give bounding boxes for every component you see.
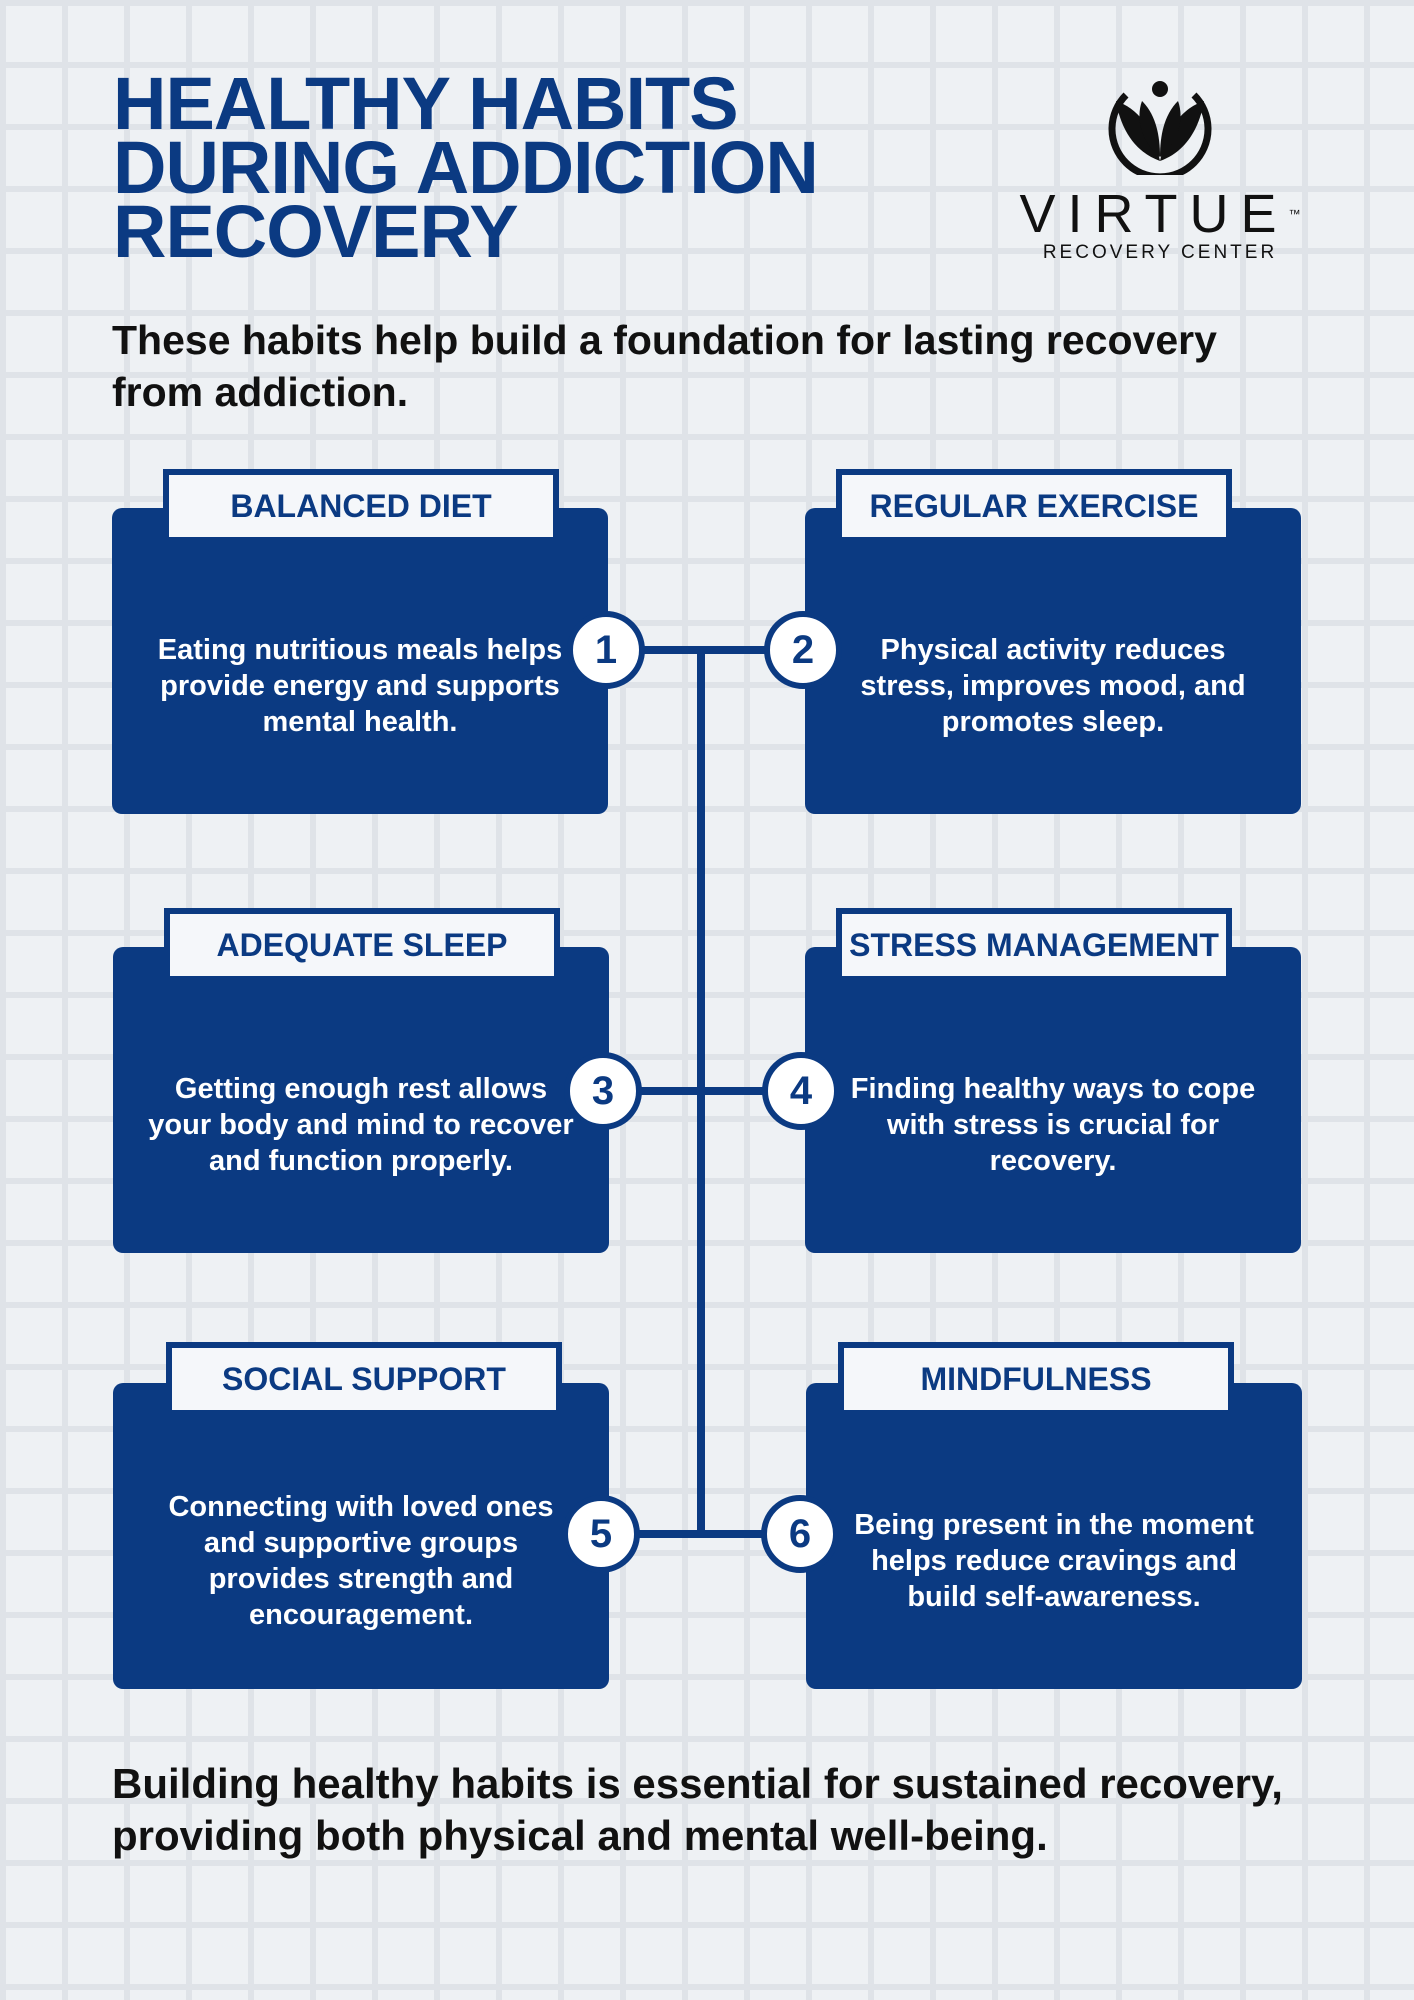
habit-card-social-support: Connecting with loved ones and supportiv…	[113, 1383, 609, 1689]
habit-description: Being present in the moment helps reduce…	[854, 1509, 1254, 1613]
habit-description: Finding healthy ways to cope with stress…	[850, 1073, 1256, 1177]
subtitle: These habits help build a foundation for…	[112, 317, 1217, 415]
habit-card-regular-exercise: Physical activity reduces stress, improv…	[805, 508, 1301, 814]
step-number-badge: 4	[762, 1052, 840, 1130]
habit-card-adequate-sleep: Getting enough rest allows your body and…	[113, 947, 609, 1253]
step-number-badge: 2	[764, 611, 842, 689]
habit-description: Eating nutritious meals helps provide en…	[157, 634, 563, 738]
habit-title: BALANCED DIET	[163, 469, 559, 543]
logo-tagline: RECOVERY CENTER	[1042, 242, 1278, 263]
habit-title: SOCIAL SUPPORT	[166, 1342, 562, 1416]
footer-text: Building healthy habits is essential for…	[112, 1760, 1283, 1859]
step-number-badge: 3	[564, 1052, 642, 1130]
title-line: DURING ADDICTION	[113, 126, 819, 209]
habit-card-balanced-diet: Eating nutritious meals helps provide en…	[112, 508, 608, 814]
habit-description: Connecting with loved ones and supportiv…	[168, 1491, 554, 1631]
habit-description: Physical activity reduces stress, improv…	[860, 634, 1246, 738]
habit-description: Getting enough rest allows your body and…	[148, 1073, 574, 1177]
logo: VIRTUE™ RECOVERY CENTER	[1010, 65, 1310, 265]
habit-card-stress-management: Finding healthy ways to cope with stress…	[805, 947, 1301, 1253]
page-title: HEALTHY HABITS DURING ADDICTION RECOVERY	[113, 62, 993, 273]
title-line: RECOVERY	[113, 190, 519, 273]
step-number-badge: 1	[567, 611, 645, 689]
timeline-connector	[606, 646, 803, 654]
timeline-connector	[604, 1087, 803, 1095]
logo-wordmark: VIRTUE™	[1019, 184, 1301, 244]
step-number-badge: 5	[562, 1495, 640, 1573]
habit-title: ADEQUATE SLEEP	[164, 908, 560, 982]
habit-card-mindfulness: Being present in the moment helps reduce…	[806, 1383, 1302, 1689]
habit-title: MINDFULNESS	[838, 1342, 1234, 1416]
lotus-person-icon	[1108, 81, 1212, 181]
title-line: HEALTHY HABITS	[113, 62, 739, 145]
habit-title: REGULAR EXERCISE	[836, 469, 1232, 543]
habit-title: STRESS MANAGEMENT	[836, 908, 1232, 982]
step-number-badge: 6	[761, 1495, 839, 1573]
timeline-connector	[601, 1530, 801, 1538]
